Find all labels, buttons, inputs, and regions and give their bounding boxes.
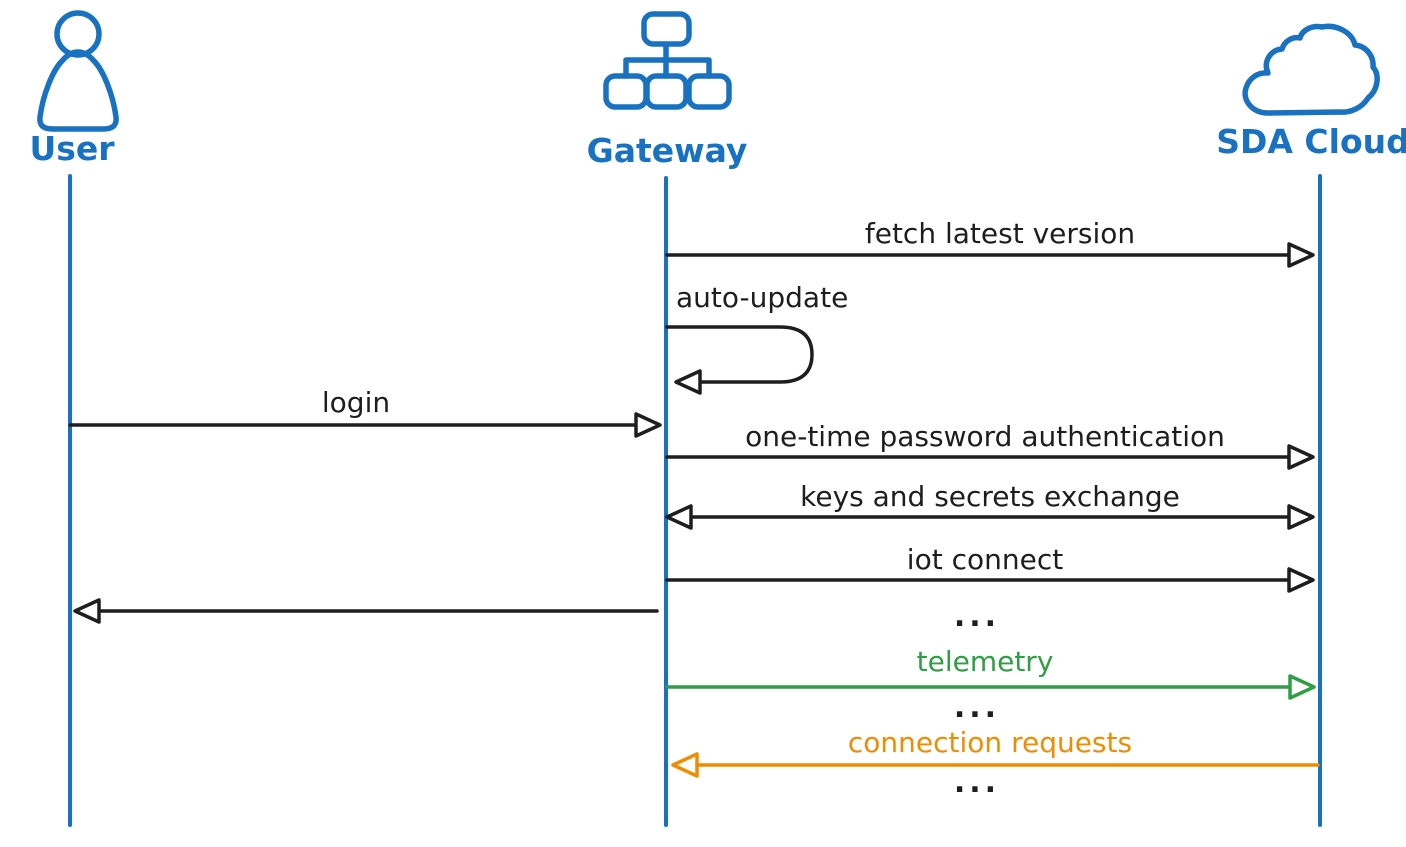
message-fetch-latest-version: fetch latest version bbox=[665, 217, 1315, 268]
message-auto-update: auto-update bbox=[665, 281, 848, 395]
arrowhead-right-icon bbox=[1287, 567, 1315, 593]
ellipsis-separator: ... bbox=[954, 599, 1000, 634]
message-label: connection requests bbox=[848, 726, 1132, 759]
ellipsis-separator: ... bbox=[954, 765, 1000, 800]
arrowhead-left-icon bbox=[671, 752, 699, 778]
network-tree-icon-leaf-2 bbox=[644, 73, 689, 110]
message-label: fetch latest version bbox=[865, 217, 1135, 250]
self-loop-line bbox=[665, 325, 814, 384]
message-label: iot connect bbox=[907, 543, 1063, 576]
message-label: keys and secrets exchange bbox=[800, 480, 1180, 513]
message-label: auto-update bbox=[676, 281, 848, 314]
message-login: login bbox=[68, 386, 662, 438]
message-label: login bbox=[322, 386, 390, 419]
arrowhead-right-icon bbox=[634, 412, 662, 438]
person-icon-head bbox=[54, 10, 102, 58]
network-tree-icon bbox=[603, 11, 732, 110]
actor-label-cloud: SDA Cloud bbox=[1216, 122, 1406, 161]
person-icon-body bbox=[37, 49, 119, 132]
arrowhead-right-icon bbox=[1287, 242, 1315, 268]
actor-label-gateway: Gateway bbox=[587, 131, 748, 170]
network-tree-icon-branches bbox=[623, 57, 712, 79]
ellipsis-separator: ... bbox=[954, 690, 1000, 725]
message-label: telemetry bbox=[917, 645, 1054, 678]
message-reply-to-user bbox=[73, 598, 659, 624]
message-keys-secrets-exchange: keys and secrets exchange bbox=[665, 480, 1315, 530]
person-icon bbox=[37, 10, 119, 132]
arrowhead-left-icon bbox=[674, 369, 702, 395]
network-tree-icon-leaf-3 bbox=[686, 73, 732, 110]
message-otp-authentication: one-time password authentication bbox=[665, 420, 1315, 470]
cloud-icon bbox=[1242, 23, 1380, 116]
actor-label-user: User bbox=[29, 129, 115, 168]
message-telemetry: telemetry bbox=[665, 645, 1316, 700]
actor-user: User bbox=[29, 10, 119, 827]
arrowhead-right-icon bbox=[1287, 504, 1315, 530]
message-iot-connect: iot connect bbox=[665, 543, 1315, 593]
message-connection-requests: connection requests bbox=[671, 726, 1320, 778]
arrowhead-right-icon bbox=[1287, 444, 1315, 470]
actor-gateway: Gateway bbox=[587, 11, 748, 827]
arrowhead-left-icon bbox=[665, 504, 693, 530]
message-label: one-time password authentication bbox=[745, 420, 1225, 453]
actor-cloud: SDA Cloud bbox=[1216, 23, 1406, 827]
arrowhead-right-icon bbox=[1288, 674, 1316, 700]
arrowhead-left-icon bbox=[73, 598, 101, 624]
